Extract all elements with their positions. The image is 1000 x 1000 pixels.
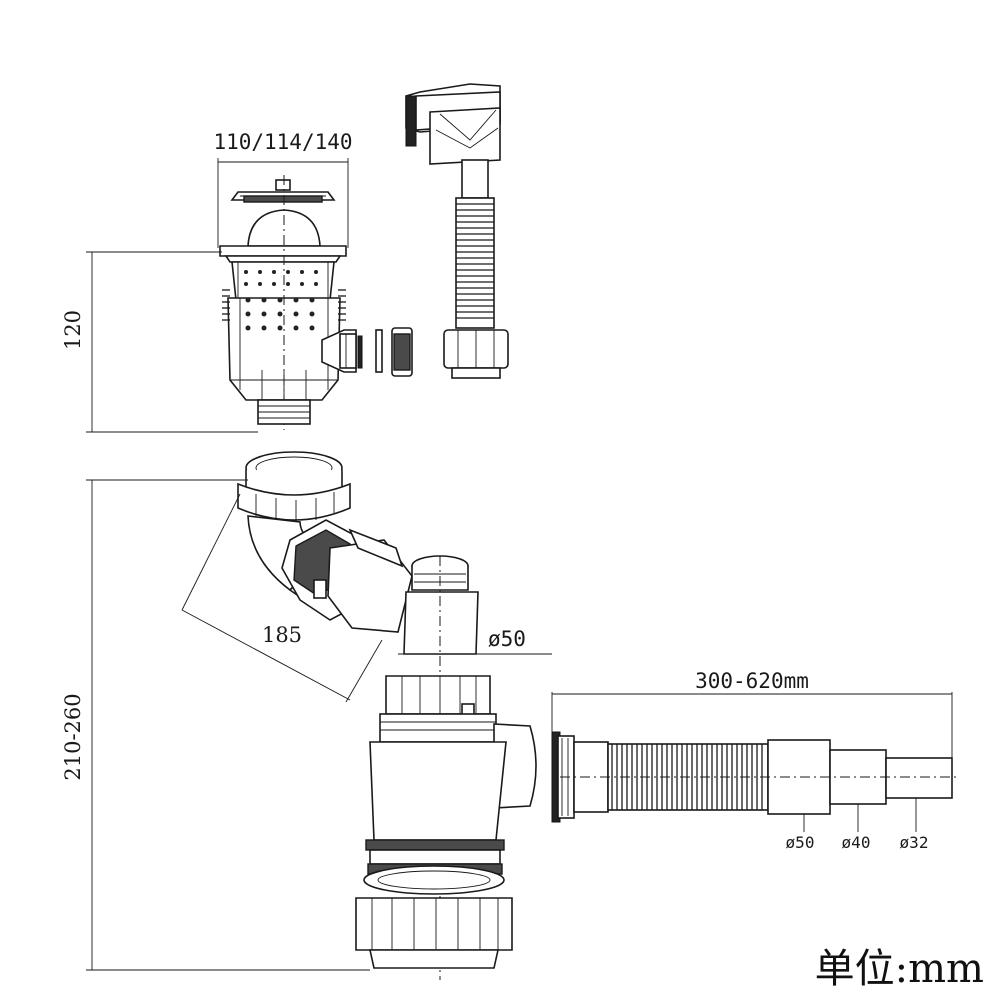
overflow-corrugation [456,203,494,319]
extension-hose [551,731,960,823]
thread-marks-left [222,289,230,321]
label-total-height: 210-260 [61,693,85,780]
outlet-diameter-labels: ø50 ø40 ø32 [786,798,929,852]
vertical-inlet-pipe [403,555,479,980]
label-outlet-d40: ø40 [842,833,871,852]
label-basket-height: 120 [61,310,85,350]
dimension-hose-length: 300-620mm [551,669,953,758]
strainer-perforations [244,270,318,331]
label-elbow-length: 185 [262,623,302,647]
dimension-pipe-diameter: ø50 [398,627,552,655]
dimension-total-height: 210-260 [61,479,370,971]
label-outlet-d50: ø50 [786,833,815,852]
label-basket-width: 110/114/140 [213,130,352,154]
dimension-basket-height: 120 [61,251,258,433]
dimension-elbow-length: 185 [181,493,383,703]
elbow-assembly [237,451,413,633]
strainer-basket-assembly [219,175,413,430]
bottle-trap-body [355,675,537,969]
label-outlet-d32: ø32 [900,833,929,852]
label-pipe-diameter: ø50 [488,627,526,651]
unit-label: 单位:mm [815,946,984,992]
thread-marks-right [338,289,346,321]
overflow-assembly [405,83,509,379]
dimension-basket-width: 110/114/140 [213,130,353,248]
label-hose-length: 300-620mm [695,669,809,693]
